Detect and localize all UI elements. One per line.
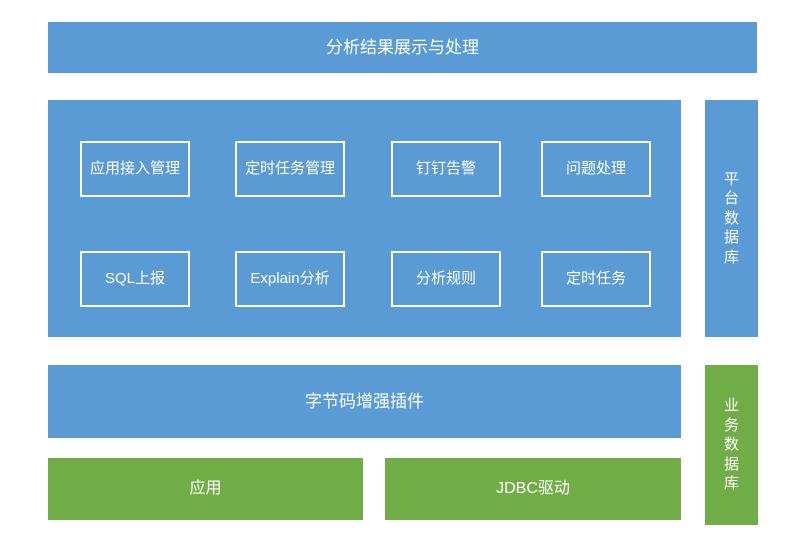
feature-box-dingtalk-alert[interactable]: 钉钉告警 xyxy=(391,141,501,197)
feature-box-analysis-rules[interactable]: 分析规则 xyxy=(391,251,501,307)
platform-panel xyxy=(48,100,681,337)
runtime-box-label: JDBC驱动 xyxy=(496,480,570,497)
side-panel-platform-database: 平台数据库 xyxy=(705,100,758,337)
bytecode-plugin-label: 字节码增强插件 xyxy=(305,391,424,411)
title-banner-label: 分析结果展示与处理 xyxy=(326,37,479,57)
feature-label: 定时任务 xyxy=(565,269,626,287)
feature-label: 钉钉告警 xyxy=(415,159,476,177)
feature-label: 定时任务管理 xyxy=(244,159,335,177)
side-panel-label: 业务数据库 xyxy=(724,397,740,493)
feature-box-explain-analysis[interactable]: Explain分析 xyxy=(235,251,345,307)
feature-label: SQL上报 xyxy=(104,269,165,287)
feature-box-app-access-management[interactable]: 应用接入管理 xyxy=(80,141,190,197)
bytecode-plugin-bar: 字节码增强插件 xyxy=(48,365,681,438)
side-panel-business-database: 业务数据库 xyxy=(705,365,758,525)
runtime-box-jdbc-driver: JDBC驱动 xyxy=(385,458,681,520)
feature-label: 分析规则 xyxy=(415,269,476,287)
runtime-box-label: 应用 xyxy=(189,480,222,497)
feature-box-issue-handling[interactable]: 问题处理 xyxy=(541,141,651,197)
feature-box-sql-reporting[interactable]: SQL上报 xyxy=(80,251,190,307)
feature-box-scheduled-task[interactable]: 定时任务 xyxy=(541,251,651,307)
runtime-box-application: 应用 xyxy=(48,458,363,520)
feature-box-scheduled-task-management[interactable]: 定时任务管理 xyxy=(235,141,345,197)
feature-label: 问题处理 xyxy=(565,159,626,177)
side-panel-label: 平台数据库 xyxy=(724,170,740,266)
title-banner: 分析结果展示与处理 xyxy=(48,22,757,73)
feature-label: Explain分析 xyxy=(250,269,330,287)
feature-label: 应用接入管理 xyxy=(89,159,180,177)
